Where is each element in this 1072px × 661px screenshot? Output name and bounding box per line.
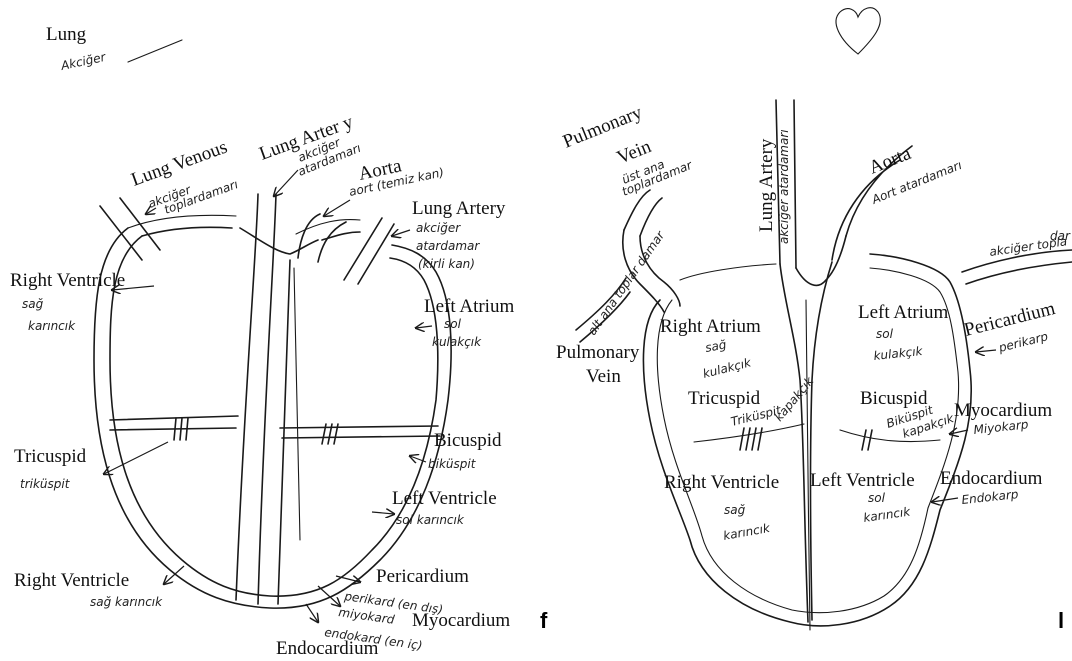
figure-f-septum-left: [236, 194, 258, 600]
hw-right-atrium-1: sağ: [704, 337, 728, 355]
hw-lung-artery-right-1: akciğer: [416, 221, 461, 235]
figure-f-septum-mid: [258, 194, 276, 604]
arrow-myocardium-l: [950, 430, 968, 434]
figure-f-bicuspid-line: [280, 426, 440, 438]
label-endocardium-l: Endocardium: [940, 468, 1043, 489]
hw-left-atrium-f-1: sol: [444, 317, 462, 331]
figure-f-aorta-vessel: [298, 214, 346, 262]
figure-f: Lung Venous akciğer toplardamarı Lung Ar…: [10, 111, 548, 659]
figure-l-septum-left: [780, 264, 808, 622]
label-pulmonary-vein-left: Pulmonary: [556, 342, 640, 363]
label-right-ventricle-bottom: Right Ventricle: [14, 570, 129, 591]
figure-f-top-ridge: [142, 227, 360, 254]
arrow-myocardium-f: [318, 586, 340, 606]
hw-left-atrium-f-2: kulakçık: [432, 335, 482, 349]
figure-f-tricuspid-line: [110, 416, 238, 430]
lung-handwritten: Akciğer: [59, 50, 108, 73]
hw-pericardium-l: perikarp: [996, 329, 1049, 355]
label-myocardium-l: Myocardium: [954, 400, 1052, 421]
label-left-ventricle-f: Left Ventricle: [392, 488, 497, 509]
arrow-right-ventricle-bottom: [164, 566, 184, 584]
hw-lung-artery-right-2: atardamar: [416, 239, 480, 253]
hw-left-ventricle-l-1: sol: [868, 491, 886, 505]
hw-lung-artery-right-3: (kirli kan): [418, 257, 475, 271]
figure-f-lung-artery-vessel: [344, 218, 394, 284]
label-left-atrium-l: Left Atrium: [858, 302, 948, 323]
hw-right-ventricle-l-2: karıncık: [722, 521, 772, 543]
hw-right-ventricle-bottom: sağ karıncık: [90, 595, 163, 609]
hw-bicuspid-f: biküspit: [428, 457, 477, 471]
hw-tricuspid-f: triküspit: [20, 477, 71, 491]
label-right-ventricle-l: Right Ventricle: [664, 472, 779, 493]
label-lung-artery-right: Lung Artery: [412, 198, 506, 219]
hw-left-atrium-l-1: sol: [876, 327, 894, 341]
label-left-ventricle-l: Left Ventricle: [810, 470, 915, 491]
figure-f-inner-wall: [294, 268, 300, 540]
label-left-atrium-f: Left Atrium: [424, 296, 514, 317]
label-tricuspid-l: Tricuspid: [688, 388, 761, 409]
label-bicuspid-f: Bicuspid: [434, 430, 502, 451]
figure-l: Pulmonary Vein üst ana toplardamar alt a…: [556, 100, 1072, 633]
hw-left-ventricle-l-2: karıncık: [862, 504, 912, 525]
figure-l-bicuspid-valve: [862, 430, 872, 450]
arrow-left-atrium-f: [416, 326, 432, 328]
figure-f-outline-inner: [110, 236, 438, 596]
hw-right-ventricle-top-2: karıncık: [28, 319, 76, 333]
label-aorta-l: Aorta: [866, 143, 915, 179]
hw-right-ventricle-top-1: sağ: [22, 297, 44, 311]
arrow-left-ventricle-f: [372, 512, 394, 514]
figure-l-septum-right: [811, 262, 833, 620]
label-pericardium-f: Pericardium: [376, 566, 469, 587]
arrow-lung-artery-top: [274, 170, 298, 196]
label-tricuspid-f: Tricuspid: [14, 446, 87, 467]
hw-pulmonary-vein-side: alt ana toplar damar: [585, 228, 668, 338]
heart-icon: [836, 8, 880, 54]
hw-left-atrium-l-2: kulakçık: [873, 344, 924, 363]
figure-l-tricuspid-valve: [740, 428, 762, 450]
figure-f-septum-right: [278, 260, 290, 604]
figure-l-top-left: [680, 264, 776, 280]
arrow-pericardium-l: [976, 350, 996, 352]
arrow-endocardium-f: [306, 604, 318, 622]
lung-label: Lung: [46, 24, 87, 45]
hw-right-atrium-2: kulakçık: [701, 355, 753, 381]
hw-lung-artery-l: akciğer atardamarı: [777, 129, 791, 244]
label-right-ventricle-top: Right Ventricle: [10, 270, 125, 291]
label-endocardium-f: Endocardium: [276, 638, 379, 659]
figure-l-arch: [796, 236, 846, 285]
panel-letter-l: l: [1058, 608, 1064, 633]
hw-right-ventricle-l-1: sağ: [724, 503, 746, 517]
arrow-tricuspid-f: [104, 442, 168, 474]
hw-right-edge-2: dar: [1050, 229, 1071, 243]
header-lung-label: Lung Akciğer: [46, 24, 182, 73]
label-myocardium-f: Myocardium: [412, 610, 510, 631]
label-lung-artery-l: Lung Artery: [756, 138, 777, 232]
panel-letter-f: f: [540, 608, 548, 633]
label-pulmonary-vein-left-2: Vein: [586, 366, 621, 387]
lung-underline: [128, 40, 182, 62]
arrow-lung-artery-right: [392, 230, 410, 236]
label-lung-venous: Lung Venous: [129, 137, 231, 191]
arrow-aorta-f: [324, 200, 350, 216]
hw-endocardium-l: Endokarp: [961, 487, 1020, 507]
label-right-atrium: Right Atrium: [660, 316, 761, 337]
hw-left-ventricle-f: sol karıncık: [396, 513, 465, 527]
